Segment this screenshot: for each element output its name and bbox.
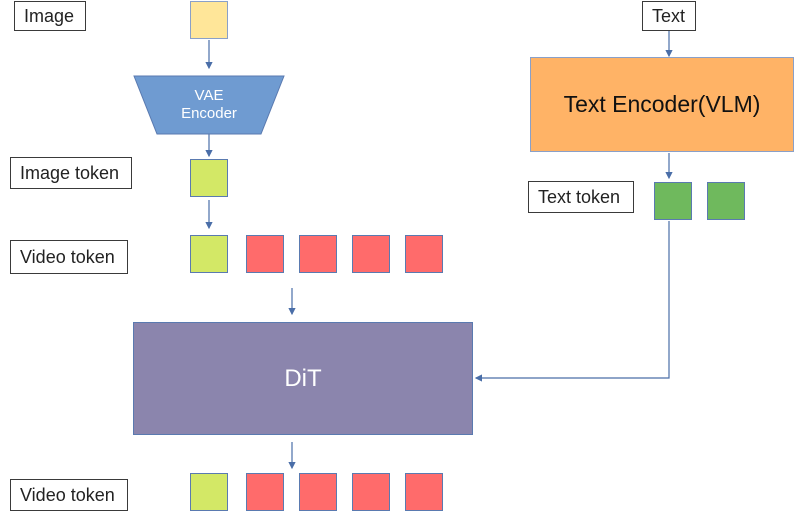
text-token-label: Text token (528, 181, 634, 213)
video-token-3 (352, 235, 390, 273)
image-token-label: Image token (10, 157, 132, 189)
output-video-token-1 (246, 473, 284, 511)
text-encoder-block: Text Encoder(VLM) (530, 57, 794, 152)
output-video-token-4 (405, 473, 443, 511)
text-token-2 (707, 182, 745, 220)
video-token-label-bottom: Video token (10, 479, 128, 511)
video-token-2 (299, 235, 337, 273)
output-token-image-slot (190, 473, 228, 511)
vae-line2: Encoder (181, 105, 237, 122)
output-video-token-3 (352, 473, 390, 511)
video-token-1 (246, 235, 284, 273)
text-token-1 (654, 182, 692, 220)
video-token-image-slot (190, 235, 228, 273)
input-image-token (190, 1, 228, 39)
vae-line1: VAE (194, 87, 224, 104)
output-video-token-2 (299, 473, 337, 511)
video-token-label-top: Video token (10, 240, 128, 274)
text-label: Text (642, 1, 696, 31)
video-token-4 (405, 235, 443, 273)
dit-block: DiT (133, 322, 473, 435)
image-label: Image (14, 1, 86, 31)
image-token (190, 159, 228, 197)
vae-encoder: VAE Encoder (134, 76, 284, 134)
